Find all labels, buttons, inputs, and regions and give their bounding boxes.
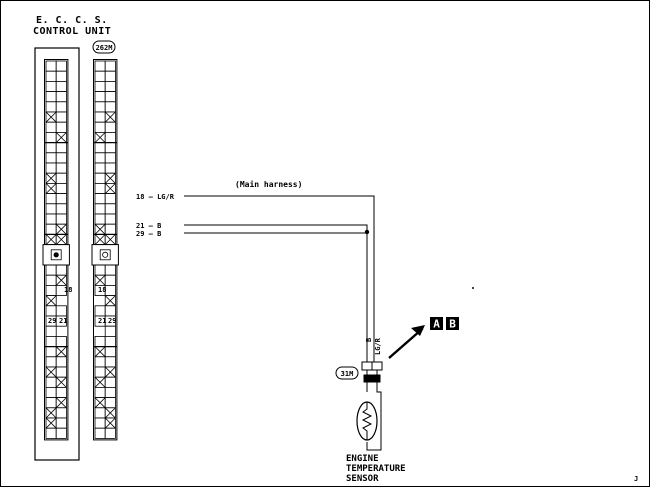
wire-18-lg-r — [184, 195, 375, 322]
left-pin-label-21: 21 — [59, 317, 67, 325]
ecu-connector-left — [42, 59, 70, 441]
wire-label-21: 21 — B — [136, 222, 161, 230]
sensor-name-line2: TEMPERATURE — [346, 464, 406, 474]
wire-label-18: 18 — LG/R — [136, 193, 175, 201]
wire-29-b — [184, 232, 368, 322]
svg-text:B: B — [449, 318, 456, 331]
left-pin-label-29: 29 — [48, 317, 56, 325]
sensor-connector — [361, 322, 383, 383]
ecu-title-line2: CONTROL UNIT — [33, 26, 111, 37]
left-pin-label-18: 18 — [64, 286, 72, 294]
svg-text:A: A — [433, 318, 440, 331]
reference-badge-b[interactable]: B — [446, 317, 459, 331]
sensor-leads — [366, 382, 382, 451]
wire-splice-point — [364, 229, 370, 235]
reference-badge-a[interactable]: A — [430, 317, 443, 331]
reference-arrow-icon — [388, 325, 425, 359]
sensor-name-line1: ENGINE — [346, 454, 379, 464]
harness-label: (Main harness) — [235, 179, 302, 189]
right-pin-label-18: 18 — [98, 286, 106, 294]
wire-harness — [184, 195, 375, 322]
ecu-body — [34, 47, 80, 461]
ecu-connector-right — [91, 59, 119, 441]
ecu-title-line1: E. C. C. S. — [36, 15, 108, 26]
ecu-connector-id: 262M — [96, 44, 113, 52]
wire-label-29: 29 — B — [136, 230, 161, 238]
right-pin-label-21: 21 — [98, 317, 106, 325]
sensor-wire-color-lgr: LG/R — [374, 337, 382, 355]
sensor-connector-id: 31M — [341, 370, 354, 378]
stray-dot — [472, 287, 474, 289]
sensor-connector-badge: 31M — [335, 366, 359, 380]
wire-21-b — [184, 224, 368, 232]
sensor-name-line3: SENSOR — [346, 474, 379, 484]
ecu-connector-badge: 262M — [92, 40, 116, 54]
sensor-wire-color-b: B — [365, 338, 373, 342]
corner-mark: J — [634, 475, 638, 483]
right-pin-label-29: 29 — [108, 317, 116, 325]
temperature-sensor-element — [356, 401, 378, 441]
